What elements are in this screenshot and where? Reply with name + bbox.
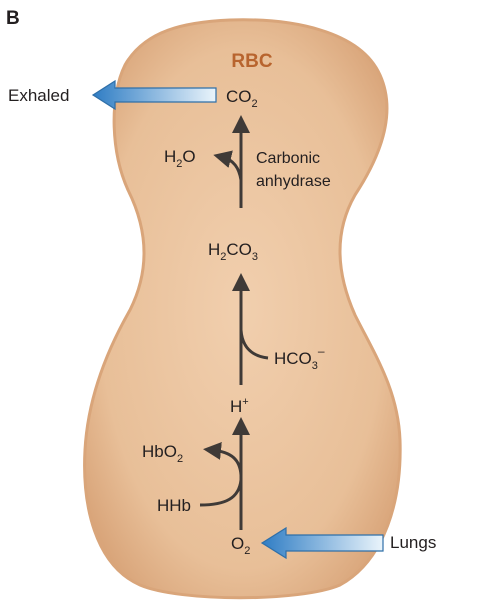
- arrow-branch-to-hbo2: [203, 441, 243, 476]
- lungs-label: Lungs: [390, 533, 436, 552]
- o2-label: O2: [231, 534, 250, 557]
- h-plus-label: H+: [230, 396, 249, 416]
- enzyme-label-line1: Carbonic: [256, 150, 320, 167]
- arrow-branch-to-h2o: [213, 150, 243, 181]
- lungs-flow-arrow: [260, 526, 384, 560]
- hco3-join-curve: [239, 329, 269, 360]
- enzyme-label-line2: anhydrase: [256, 173, 331, 190]
- hhb-join-curve: [199, 479, 243, 507]
- exhaled-flow-arrow: [91, 79, 217, 111]
- panel-label: B: [6, 8, 20, 29]
- h2o-label: H2O: [164, 147, 196, 170]
- hco3-label: HCO3–: [274, 344, 325, 372]
- hhb-label: HHb: [157, 496, 191, 515]
- hbo2-label: HbO2: [142, 442, 183, 465]
- rbc-label: RBC: [231, 51, 272, 72]
- h2co3-label: H2CO3: [208, 240, 258, 263]
- exhaled-label: Exhaled: [8, 86, 69, 105]
- co2-label: CO2: [226, 87, 258, 110]
